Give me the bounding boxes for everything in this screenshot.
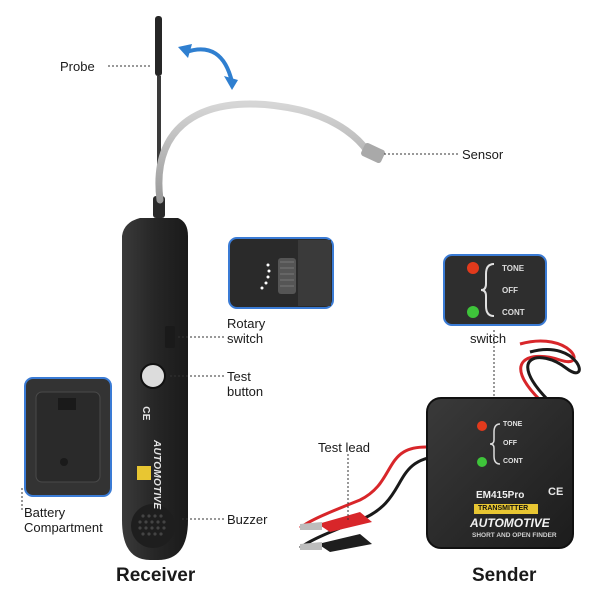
sender-ce: CE xyxy=(548,486,564,498)
receiver-body xyxy=(122,218,188,560)
battery-inset xyxy=(24,377,112,497)
leader-lines xyxy=(21,65,495,520)
receiver-ce: CE xyxy=(139,406,151,421)
battery-compartment-label: Battery Compartment xyxy=(24,505,103,535)
switch-inset xyxy=(443,254,547,326)
switch-inset-tone: TONE xyxy=(502,264,525,273)
sensor-label: Sensor xyxy=(462,147,504,162)
probe-label: Probe xyxy=(60,59,95,74)
sender-tone: TONE xyxy=(503,421,523,428)
sender-off: OFF xyxy=(503,440,517,447)
receiver-caption: Receiver xyxy=(116,565,196,586)
rotary-switch-label: Rotary switch xyxy=(227,316,266,346)
test-lead-label: Test lead xyxy=(318,440,371,455)
sender-cables xyxy=(299,339,581,550)
receiver-brand: AUTOMOTIVE xyxy=(151,440,162,510)
switch-inset-off: OFF xyxy=(502,286,518,295)
sender-brand: AUTOMOTIVE xyxy=(470,516,550,530)
bend-arrow xyxy=(185,47,234,83)
sensor-tip xyxy=(361,142,385,164)
sender-box xyxy=(426,397,574,549)
sender-badge: TRANSMITTER xyxy=(478,505,529,512)
rotary-switch-inset xyxy=(228,237,334,309)
sender-subtitle: SHORT AND OPEN FINDER xyxy=(472,532,557,539)
test-button-label: Test button xyxy=(227,369,264,399)
alligator-clips xyxy=(300,512,372,552)
switch-label: switch xyxy=(470,331,507,346)
buzzer-label: Buzzer xyxy=(227,512,268,527)
sender-caption: Sender xyxy=(472,565,537,586)
probe xyxy=(153,16,165,218)
sender-cont: CONT xyxy=(503,458,523,465)
sensor-hose xyxy=(155,100,372,204)
switch-inset-cont: CONT xyxy=(502,308,525,317)
sender-model: EM415Pro xyxy=(476,490,525,501)
